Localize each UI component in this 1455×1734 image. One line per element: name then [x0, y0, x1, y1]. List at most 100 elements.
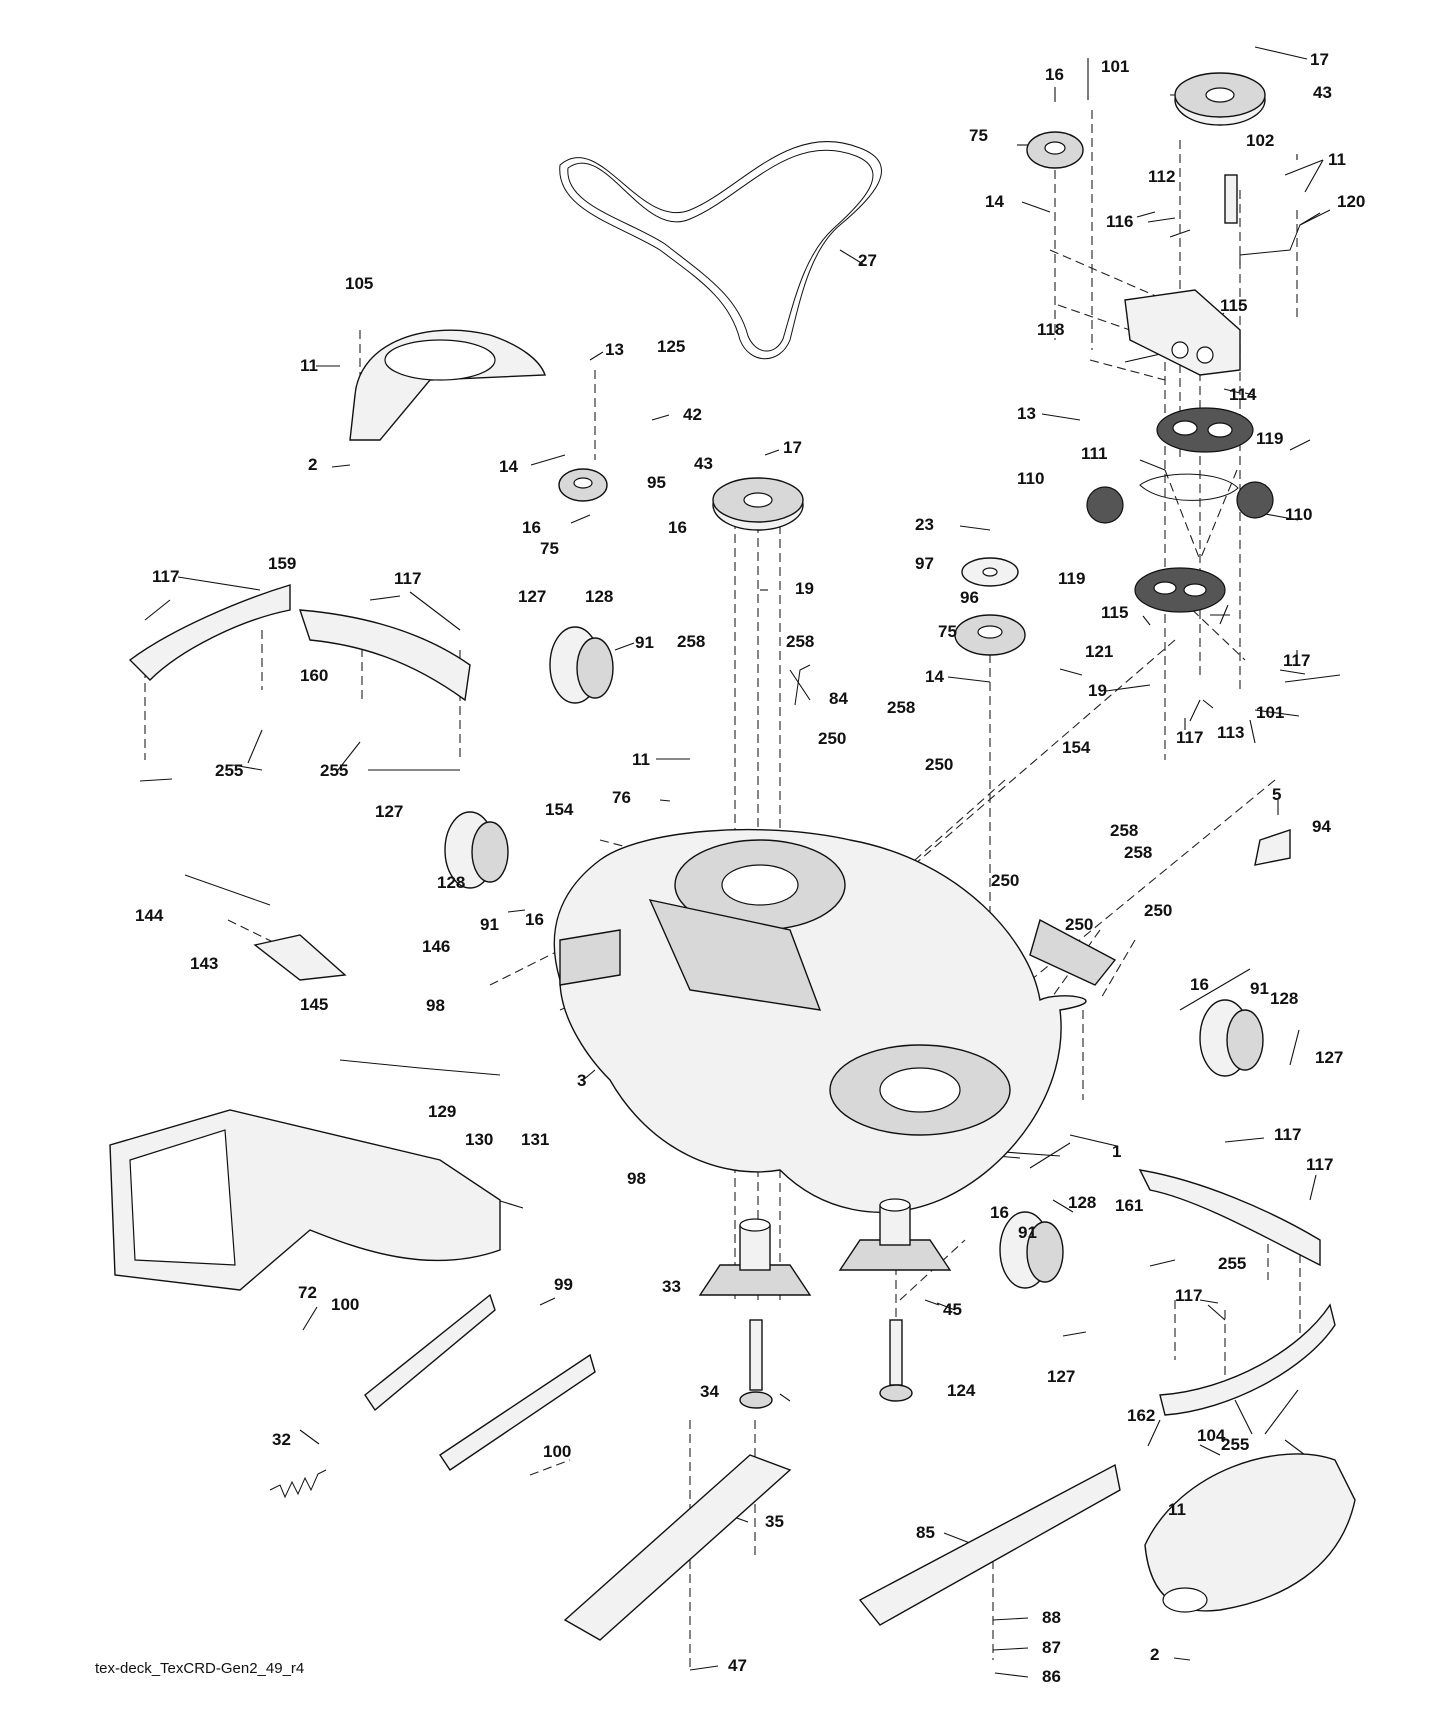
callout: 154	[545, 800, 574, 819]
part-baffle-162	[1159, 1303, 1336, 1416]
callout: 11	[632, 750, 650, 769]
diagram-caption: tex-deck_TexCRD-Gen2_49_r4	[95, 1660, 304, 1677]
callout: 250	[1065, 915, 1093, 934]
callout: 258	[887, 698, 915, 717]
callout: 121	[1085, 642, 1113, 661]
callout: 255	[1218, 1254, 1246, 1273]
callout: 117	[1176, 728, 1203, 747]
part-gearbox-119-bottom	[1134, 567, 1226, 613]
part-wheel-128-c	[1199, 999, 1264, 1077]
callout: 23	[915, 515, 934, 534]
callout: 162	[1127, 1406, 1155, 1425]
callout: 116	[1106, 212, 1133, 231]
callout: 72	[298, 1283, 317, 1302]
callout: 159	[268, 554, 296, 573]
callout: 111	[1081, 444, 1108, 463]
callout: 258	[786, 632, 814, 651]
callout: 250	[925, 755, 953, 774]
callout: 16	[1045, 65, 1064, 84]
callout: 98	[426, 996, 445, 1015]
callout: 94	[1312, 817, 1331, 836]
callout: 16	[668, 518, 687, 537]
callout: 250	[991, 871, 1019, 890]
callout: 99	[554, 1275, 573, 1294]
part-belt-cover-104	[1144, 1453, 1356, 1613]
callout: 84	[829, 689, 848, 708]
callout: 47	[728, 1656, 747, 1675]
callout: 87	[1042, 1638, 1061, 1657]
callout: 161	[1115, 1196, 1143, 1215]
callout: 95	[647, 473, 666, 492]
part-belt-cover-105	[349, 329, 546, 441]
callout: 128	[1270, 989, 1298, 1008]
part-pulley-43-top	[1174, 72, 1266, 126]
part-shaft-34	[739, 1319, 773, 1409]
callout: 117	[152, 567, 179, 586]
callout: 117	[1283, 651, 1310, 670]
callout: 128	[437, 873, 465, 892]
callout: 255	[1221, 1435, 1249, 1454]
callout: 115	[1101, 603, 1128, 622]
callout: 131	[521, 1130, 549, 1149]
callout: 104	[1197, 1426, 1226, 1445]
part-spring-32	[269, 1469, 327, 1499]
callout: 14	[925, 667, 944, 686]
callout: 75	[540, 539, 559, 558]
callout: 11	[1168, 1500, 1186, 1519]
part-discharge-chute-72	[109, 1109, 501, 1291]
callout: 3	[577, 1071, 586, 1090]
callout: 255	[320, 761, 348, 780]
callout: 43	[1313, 83, 1332, 102]
callout: 128	[1068, 1193, 1096, 1212]
callout: 13	[1017, 404, 1036, 423]
callout: 91	[1018, 1223, 1037, 1242]
callout: 75	[938, 622, 957, 641]
part-wheel-128-a	[549, 626, 614, 704]
callout: 97	[915, 554, 934, 573]
callout: 258	[677, 632, 705, 651]
callout: 100	[331, 1295, 359, 1314]
callout: 1	[1112, 1142, 1121, 1161]
callout: 91	[1250, 979, 1269, 998]
part-bracket-94	[1254, 829, 1291, 866]
callout: 127	[1047, 1367, 1075, 1386]
callout: 43	[694, 454, 713, 473]
part-gasket-111	[1139, 473, 1239, 501]
callout: 114	[1229, 385, 1257, 404]
callout: 86	[1042, 1667, 1061, 1686]
part-idler-75-mid	[954, 614, 1026, 656]
callout: 144	[135, 906, 164, 925]
callout: 14	[985, 192, 1004, 211]
callout: 160	[300, 666, 328, 685]
callout: 127	[518, 587, 546, 606]
callout: 16	[522, 518, 541, 537]
callout: 250	[818, 729, 846, 748]
callout: 258	[1124, 843, 1152, 862]
callout: 14	[499, 457, 518, 476]
callout: 101	[1101, 57, 1129, 76]
callout-labels: 1 2 2 3 5 11 11 11 11 13 13 14 14 14 16 …	[135, 50, 1365, 1686]
callout: 17	[1310, 50, 1329, 69]
callout: 105	[345, 274, 373, 293]
part-plate-143	[253, 934, 347, 981]
callout: 19	[795, 579, 814, 598]
callout: 117	[394, 569, 421, 588]
part-rod-120	[1239, 209, 1331, 265]
part-rod-84	[794, 664, 811, 706]
callout: 98	[627, 1169, 646, 1188]
callout: 16	[1190, 975, 1209, 994]
callout: 118	[1037, 320, 1064, 339]
part-deck-1	[553, 828, 1117, 1213]
callout: 127	[375, 802, 403, 821]
part-wheel-128-b	[444, 811, 509, 889]
callout: 110	[1285, 505, 1312, 524]
callout: 2	[308, 455, 317, 474]
callout: 33	[662, 1277, 681, 1296]
part-blade-35	[563, 1454, 792, 1641]
callout: 113	[1217, 723, 1244, 742]
callout: 88	[1042, 1608, 1061, 1627]
callout: 112	[1148, 167, 1175, 186]
part-rod-144	[184, 874, 271, 906]
part-gear-110-left	[1086, 486, 1124, 524]
callout: 76	[612, 788, 631, 807]
